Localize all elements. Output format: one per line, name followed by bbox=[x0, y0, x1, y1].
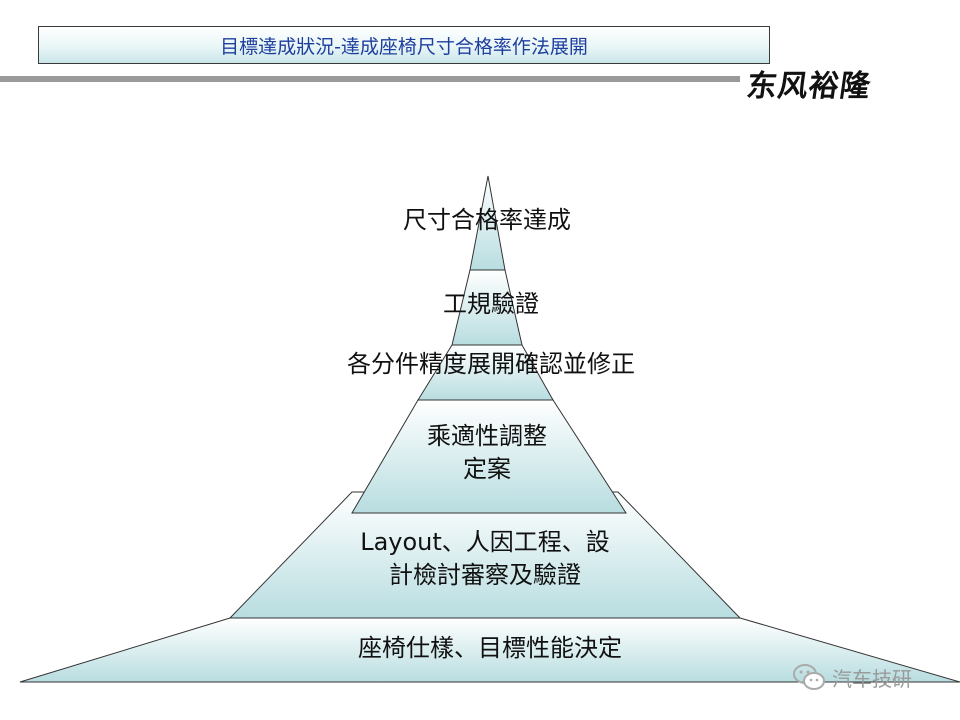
page-title: 目標達成狀況-達成座椅尺寸合格率作法展開 bbox=[220, 35, 588, 58]
layer-2-label: 工規驗證 bbox=[443, 290, 539, 318]
page-title-box: 目標達成狀況-達成座椅尺寸合格率作法展開 bbox=[38, 26, 770, 64]
watermark-text: 汽车技研 bbox=[832, 666, 912, 691]
layer-1-label: 尺寸合格率達成 bbox=[403, 206, 571, 234]
pyramid-layer-1 bbox=[469, 175, 506, 271]
layer-6-label: 座椅仕樣、目標性能決定 bbox=[358, 634, 622, 662]
layer-3-label: 各分件精度展開確認並修正 bbox=[347, 350, 635, 378]
layer-5-label: Layout、人因工程、設 計檢討審察及驗證 bbox=[360, 528, 610, 589]
wechat-icon bbox=[793, 664, 825, 690]
header-divider bbox=[0, 76, 740, 82]
layer-4-label: 乘適性調整 定案 bbox=[427, 422, 547, 483]
watermark: 汽车技研 bbox=[792, 662, 912, 692]
